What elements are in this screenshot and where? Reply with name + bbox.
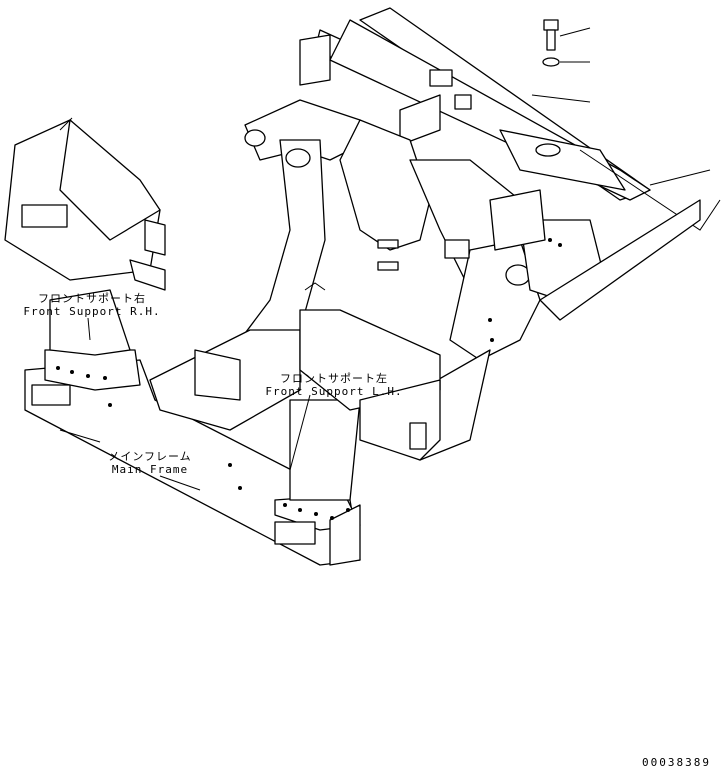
label-front-support-lh-en: Front Support L.H. bbox=[265, 385, 403, 398]
label-front-support-rh: フロントサポート右 Front Support R.H. bbox=[12, 292, 172, 318]
leader-lines bbox=[59, 317, 311, 491]
arm-frame bbox=[209, 99, 541, 381]
label-front-support-rh-en: Front Support R.H. bbox=[23, 305, 161, 318]
front-support-rh-part bbox=[4, 117, 166, 291]
label-front-support-lh-jp: フロントサポート左 bbox=[280, 372, 388, 385]
label-main-frame-en: Main Frame bbox=[111, 463, 189, 476]
front-support-lh-part bbox=[194, 282, 441, 461]
bolt-heads bbox=[56, 238, 562, 520]
label-main-frame: メインフレーム Main Frame bbox=[100, 450, 200, 476]
label-front-support-rh-jp: フロントサポート右 bbox=[38, 292, 146, 305]
label-front-support-lh: フロントサポート左 Front Support L.H. bbox=[258, 372, 410, 398]
drawing-code: 00038389 bbox=[642, 756, 711, 769]
bolt-hardware bbox=[531, 19, 591, 103]
rear-frame-assembly bbox=[299, 7, 721, 231]
label-main-frame-jp: メインフレーム bbox=[108, 450, 192, 463]
